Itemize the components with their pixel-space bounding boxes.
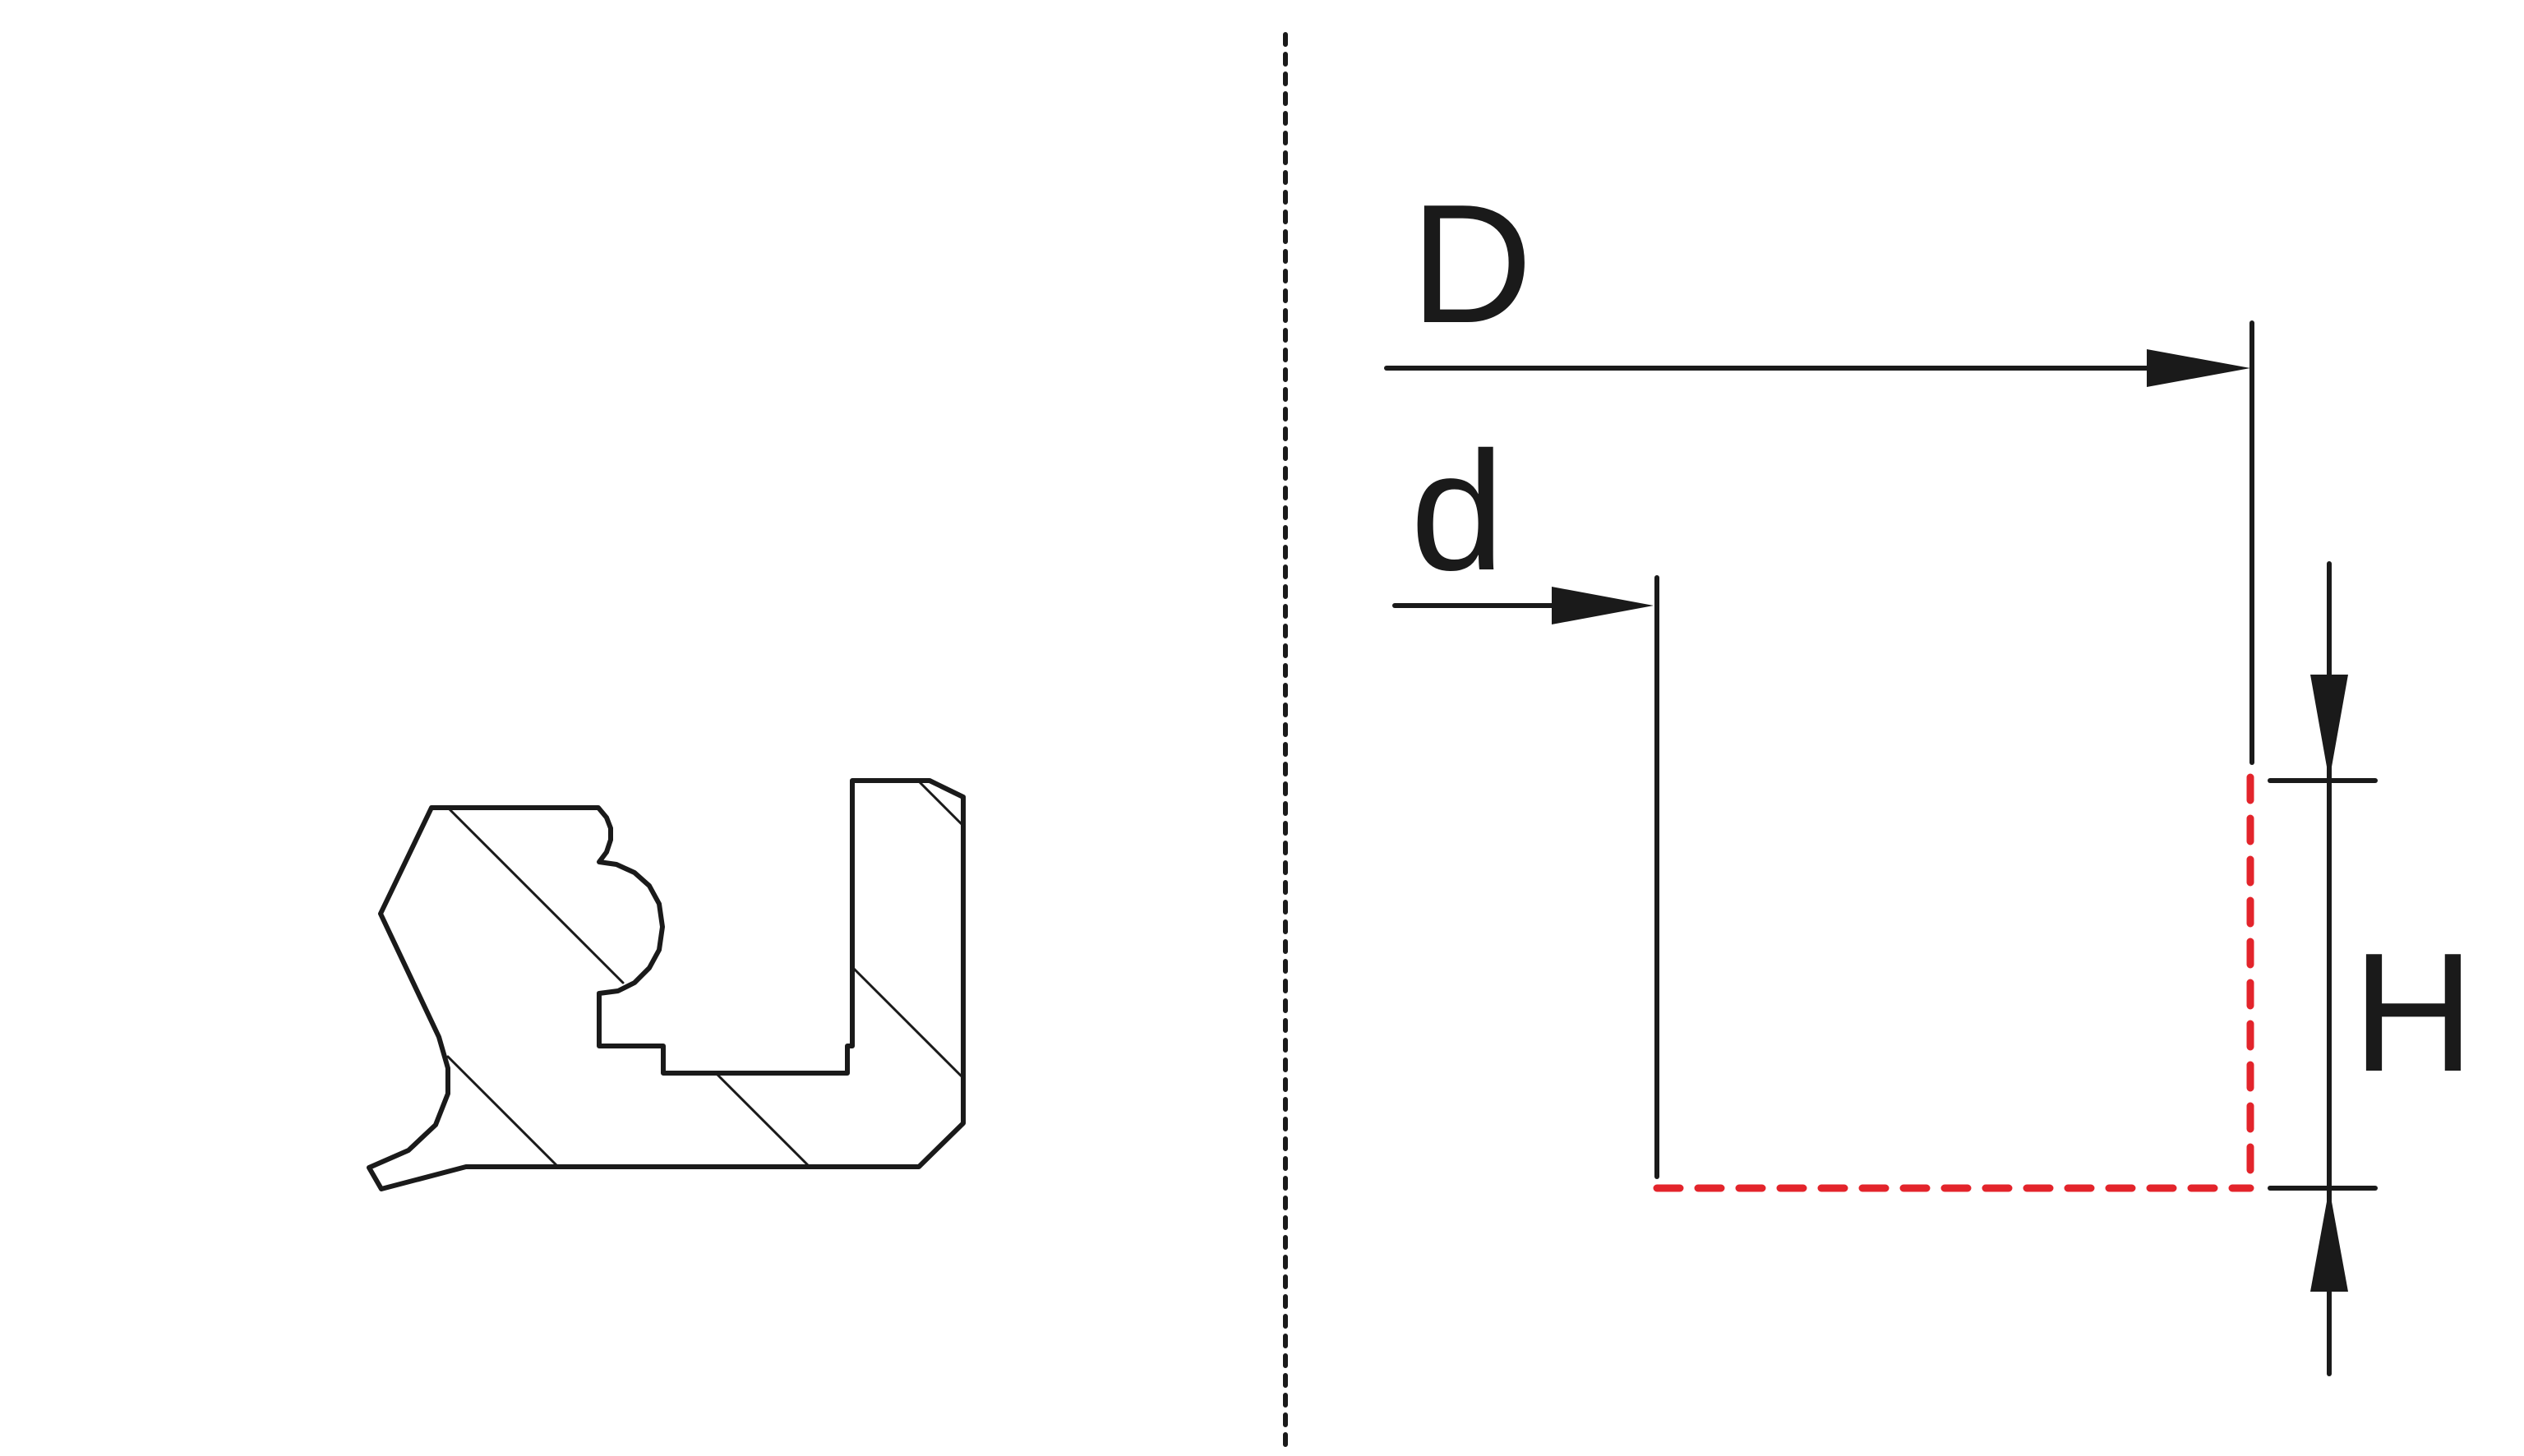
hatch-line bbox=[446, 1055, 560, 1168]
housing-outline bbox=[1653, 773, 2254, 1192]
seal-profile-outline bbox=[367, 778, 966, 1191]
inner-diameter-label: d bbox=[1410, 417, 1505, 606]
outer-diameter-dimension: D bbox=[1384, 169, 2254, 765]
seal-cross-section bbox=[367, 778, 966, 1191]
outer-diameter-label: D bbox=[1410, 169, 1533, 358]
height-label: H bbox=[2352, 918, 2475, 1107]
height-dimension: H bbox=[2268, 561, 2475, 1376]
hatch-line bbox=[714, 1071, 811, 1168]
hatch-line bbox=[851, 965, 965, 1080]
hatch-line bbox=[916, 779, 965, 827]
inner-diameter-dimension: d bbox=[1392, 417, 1659, 1179]
outer-diameter-arrowhead bbox=[2147, 349, 2250, 387]
height-bottom-arrowhead bbox=[2310, 1188, 2348, 1292]
height-top-arrowhead bbox=[2310, 675, 2348, 781]
section-hatching bbox=[446, 779, 965, 1168]
hatch-line bbox=[446, 806, 625, 984]
inner-diameter-arrowhead bbox=[1552, 587, 1654, 624]
